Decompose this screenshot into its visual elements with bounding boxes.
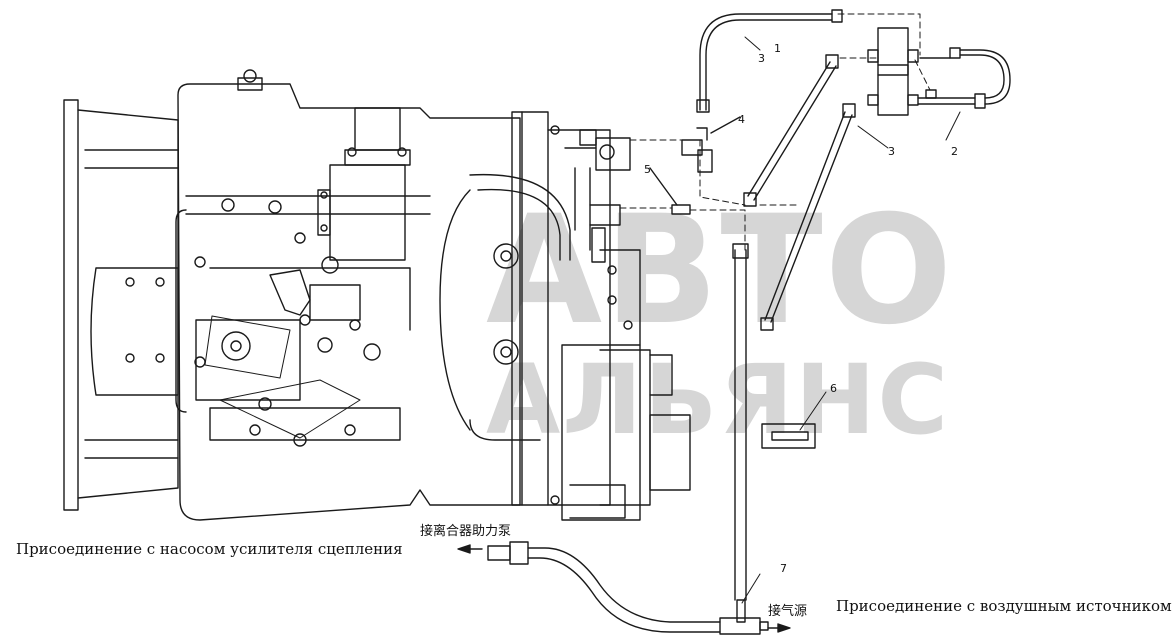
watermark-line1: АВТО [486, 184, 955, 358]
rear-plate [439, 111, 611, 506]
air-pipe-7 [732, 243, 761, 623]
callout-2: 2 [951, 145, 958, 158]
callout-3-upper: 3 [758, 52, 765, 65]
clutch-pump-label: Присоединение с насосом усилителя сцепле… [16, 540, 403, 558]
callout-4: 4 [738, 113, 745, 126]
clutch-pump-hose [487, 541, 769, 635]
pipe-3-upper [696, 9, 843, 113]
callout-7: 7 [780, 562, 787, 575]
retarder-unit [561, 249, 691, 521]
bell-housing [63, 99, 179, 511]
dashed-lines [619, 13, 931, 251]
callout-5: 5 [644, 163, 651, 176]
fitting-5 [649, 167, 691, 215]
valve-assembly [867, 27, 1011, 141]
clutch-pump-label-cn: 接离合器助力泵 [420, 524, 512, 539]
pipe-1 [743, 54, 839, 207]
callout-6: 6 [830, 382, 837, 395]
watermark-line2: АЛЬЯНС [486, 344, 950, 456]
callout-3-lower: 3 [888, 145, 895, 158]
pipe-3-lower [760, 103, 889, 331]
valve-block [564, 129, 631, 263]
gearbox-case [175, 69, 521, 521]
component-6 [761, 391, 827, 449]
callout-1: 1 [774, 42, 781, 55]
arrows [457, 544, 791, 633]
air-source-label-cn: 接气源 [768, 604, 808, 619]
shift-tower [317, 107, 411, 261]
fitting-4 [681, 116, 741, 173]
air-source-label: Присоединение с воздушным источником [836, 597, 1172, 615]
